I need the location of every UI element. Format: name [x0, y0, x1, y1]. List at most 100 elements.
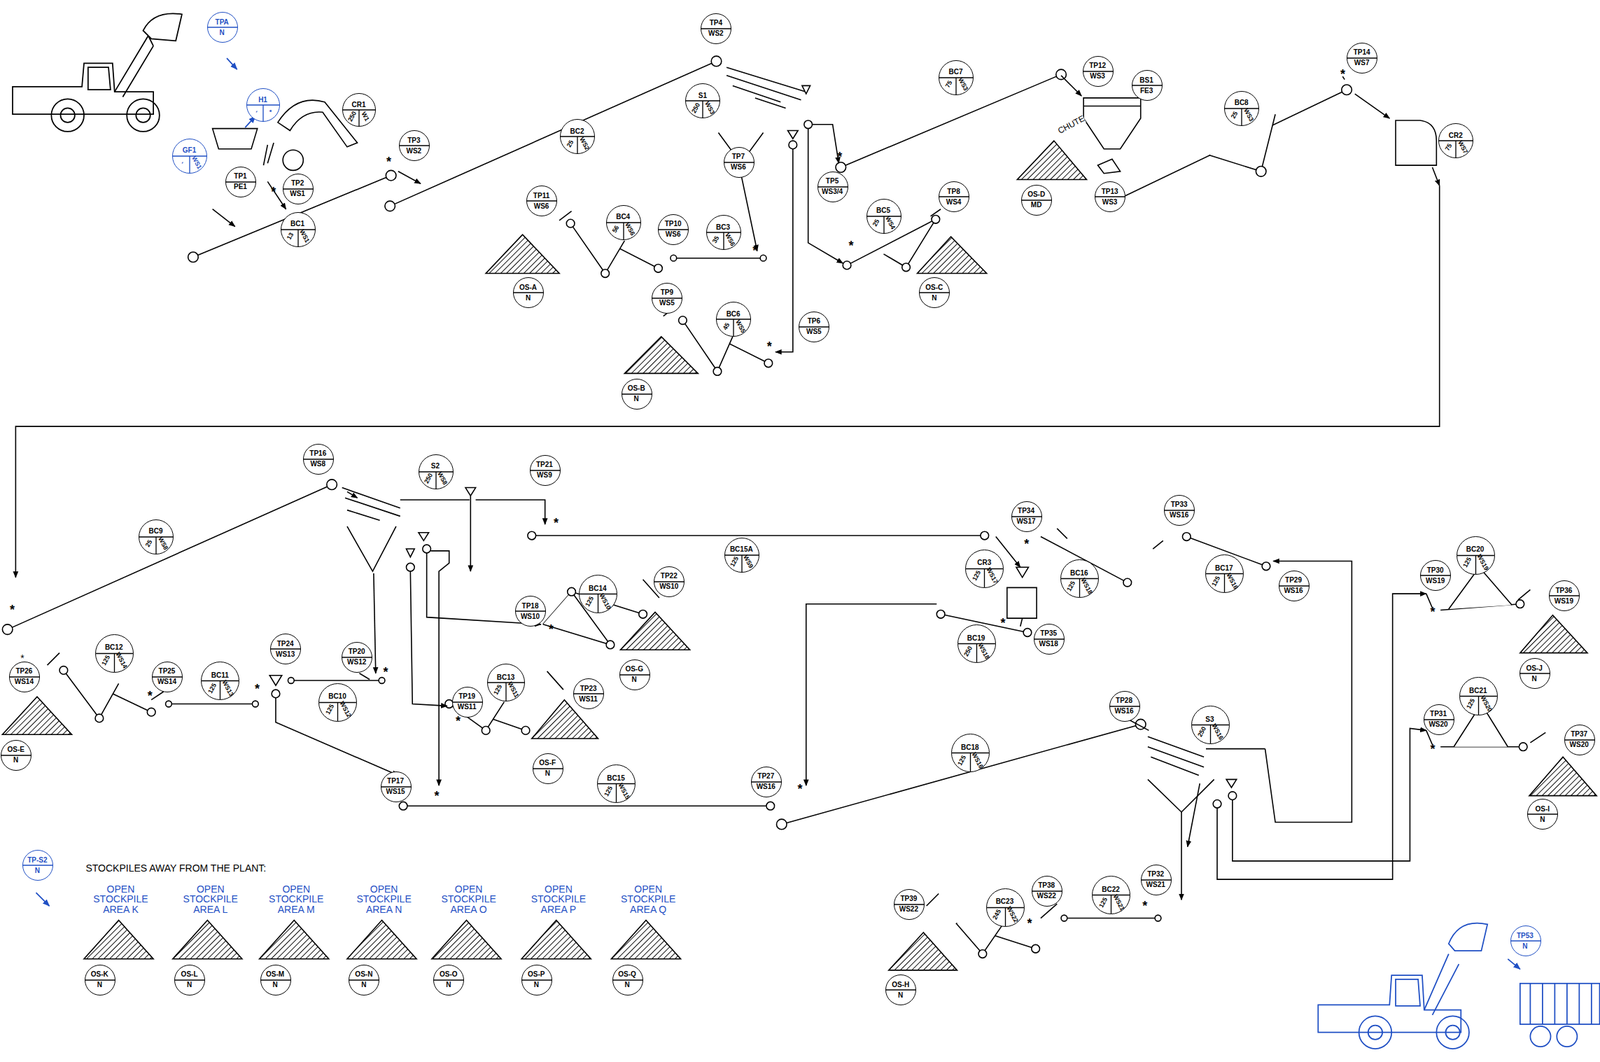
transfer-point-callout: OS-LN: [174, 964, 206, 996]
callout-id: BC4: [615, 213, 630, 221]
callout-id: TP37: [1570, 730, 1588, 738]
callout-id: TP11: [533, 192, 550, 200]
callout-code: WS17: [984, 566, 999, 586]
transfer-point-callout: TP26WS14: [9, 661, 40, 693]
callout-code: 125: [207, 681, 218, 694]
transfer-point-callout: TP29WS16: [1278, 570, 1310, 602]
transfer-point-callout: TP14WS7: [1346, 42, 1378, 74]
callout-divider: [172, 139, 207, 173]
transfer-point-callout: TP35WS18: [1033, 623, 1065, 655]
callout-id: OS-H: [891, 981, 910, 989]
callout-divider: [1, 740, 31, 770]
transfer-point-callout: OS-PN: [521, 964, 553, 996]
callout-divider: [701, 13, 731, 44]
callout-divider: [303, 444, 334, 474]
callout-divider: [1424, 704, 1454, 735]
transfer-point-callout: TP34WS17: [1011, 501, 1043, 532]
equipment-callout: BC113WS1: [280, 212, 316, 248]
callout-divider: [622, 379, 652, 409]
callout-code: WS16: [1224, 571, 1239, 591]
callout-id: CR2: [1448, 132, 1463, 140]
stockpile-label: OPEN STOCKPILE AREA K: [85, 883, 156, 915]
callout-code: WS16: [1283, 587, 1303, 595]
callout-id: BC21: [1469, 687, 1488, 695]
equipment-callout: BC23245WS22: [986, 888, 1025, 927]
callout-divider: [799, 312, 829, 342]
callout-code: 245: [991, 908, 1003, 921]
equipment-callout: BC10125WS12: [318, 683, 357, 722]
callout-divider: [939, 181, 969, 212]
callout-divider: [1279, 571, 1309, 601]
callout-id: H1: [258, 96, 268, 104]
callout-code: 125: [1210, 574, 1222, 587]
callout-code: WS19: [1476, 553, 1490, 572]
callout-id: OS-J: [1525, 664, 1542, 672]
callout-id: TP9: [660, 289, 674, 297]
callout-id: BC16: [1070, 569, 1089, 577]
callout-code: 75: [1444, 142, 1454, 152]
stockpile-label: OPEN STOCKPILE AREA P: [523, 883, 594, 915]
transfer-point-callout: OS-KN: [84, 964, 116, 996]
callout-id: TP24: [277, 640, 294, 648]
callout-id: GF1: [182, 146, 196, 154]
transfer-point-callout: TP32WS21: [1140, 864, 1172, 896]
stockpile-label: OPEN STOCKPILE AREA L: [175, 883, 246, 915]
equipment-callout: CR3125WS17: [965, 549, 1004, 588]
callout-divider: [613, 965, 643, 995]
callout-id: OS-G: [625, 665, 644, 673]
transfer-mark: *: [254, 682, 260, 696]
callout-code: N: [219, 29, 225, 37]
callout-code: 125: [324, 703, 336, 716]
callout-code: 125: [603, 785, 614, 798]
callout-id: TP21: [536, 461, 553, 469]
equipment-callout: CR1250W1: [342, 93, 376, 127]
callout-code: FE3: [1140, 87, 1153, 95]
transfer-point-callout: TP17WS15: [380, 771, 412, 803]
callout-id: TP38: [1037, 881, 1055, 889]
callout-divider: [342, 642, 372, 672]
callout-code: WS16: [1210, 723, 1225, 742]
callout-divider: [1347, 43, 1377, 73]
callout-id: BC9: [148, 527, 163, 535]
callout-id: TP-S2: [27, 856, 47, 864]
equipment-callout: BC22125WS21: [1091, 875, 1131, 915]
callout-code: WS14: [114, 651, 129, 670]
transfer-point-callout: TP28WS16: [1109, 690, 1141, 722]
callout-code: 25: [872, 218, 882, 228]
callout-code: N: [34, 867, 40, 875]
callout-id: BC5: [876, 207, 891, 215]
stockpile-label: OPEN STOCKPILE AREA N: [349, 883, 420, 915]
callout-divider: [725, 538, 759, 572]
callout-code: WS4: [883, 215, 896, 231]
callout-divider: [9, 662, 40, 692]
callout-id: BC12: [104, 643, 124, 651]
transfer-point-callout: TP37WS20: [1564, 724, 1596, 756]
callout-id: BC1: [290, 220, 305, 228]
callout-code: 56: [611, 224, 621, 234]
callout-code: WS12: [338, 700, 352, 719]
callout-id: TP32: [1147, 870, 1164, 878]
transfer-mark: *: [1429, 742, 1435, 756]
transfer-mark: *: [147, 689, 153, 703]
callout-id: OS-O: [439, 970, 458, 978]
transfer-point-callout: OS-CN: [918, 277, 950, 308]
callout-code: 125: [1465, 697, 1477, 710]
callout-id: TP23: [580, 685, 598, 693]
callout-id: OS-L: [181, 970, 199, 978]
callout-code: N: [634, 395, 640, 403]
callout-code: 250: [347, 110, 358, 123]
callout-code: WS2: [405, 147, 422, 155]
callout-code: 125: [729, 555, 740, 568]
transfer-point-callout: OS-JN: [1519, 657, 1551, 689]
transfer-point-callout: OS-IN: [1527, 798, 1559, 830]
callout-code: -: [179, 160, 186, 166]
callout-code: 125: [1462, 556, 1473, 569]
callout-code: WS18: [1079, 576, 1094, 595]
note-text: STOCKPILES AWAY FROM THE PLANT:: [85, 862, 266, 874]
callout-id: TP18: [522, 602, 539, 610]
transfer-point-callout: OS-NN: [348, 964, 380, 996]
callout-divider: [1132, 70, 1162, 101]
callout-divider: [513, 277, 544, 308]
transfer-point-callout: OS-QN: [612, 964, 644, 996]
transfer-point-callout: OS-GN: [619, 659, 651, 691]
